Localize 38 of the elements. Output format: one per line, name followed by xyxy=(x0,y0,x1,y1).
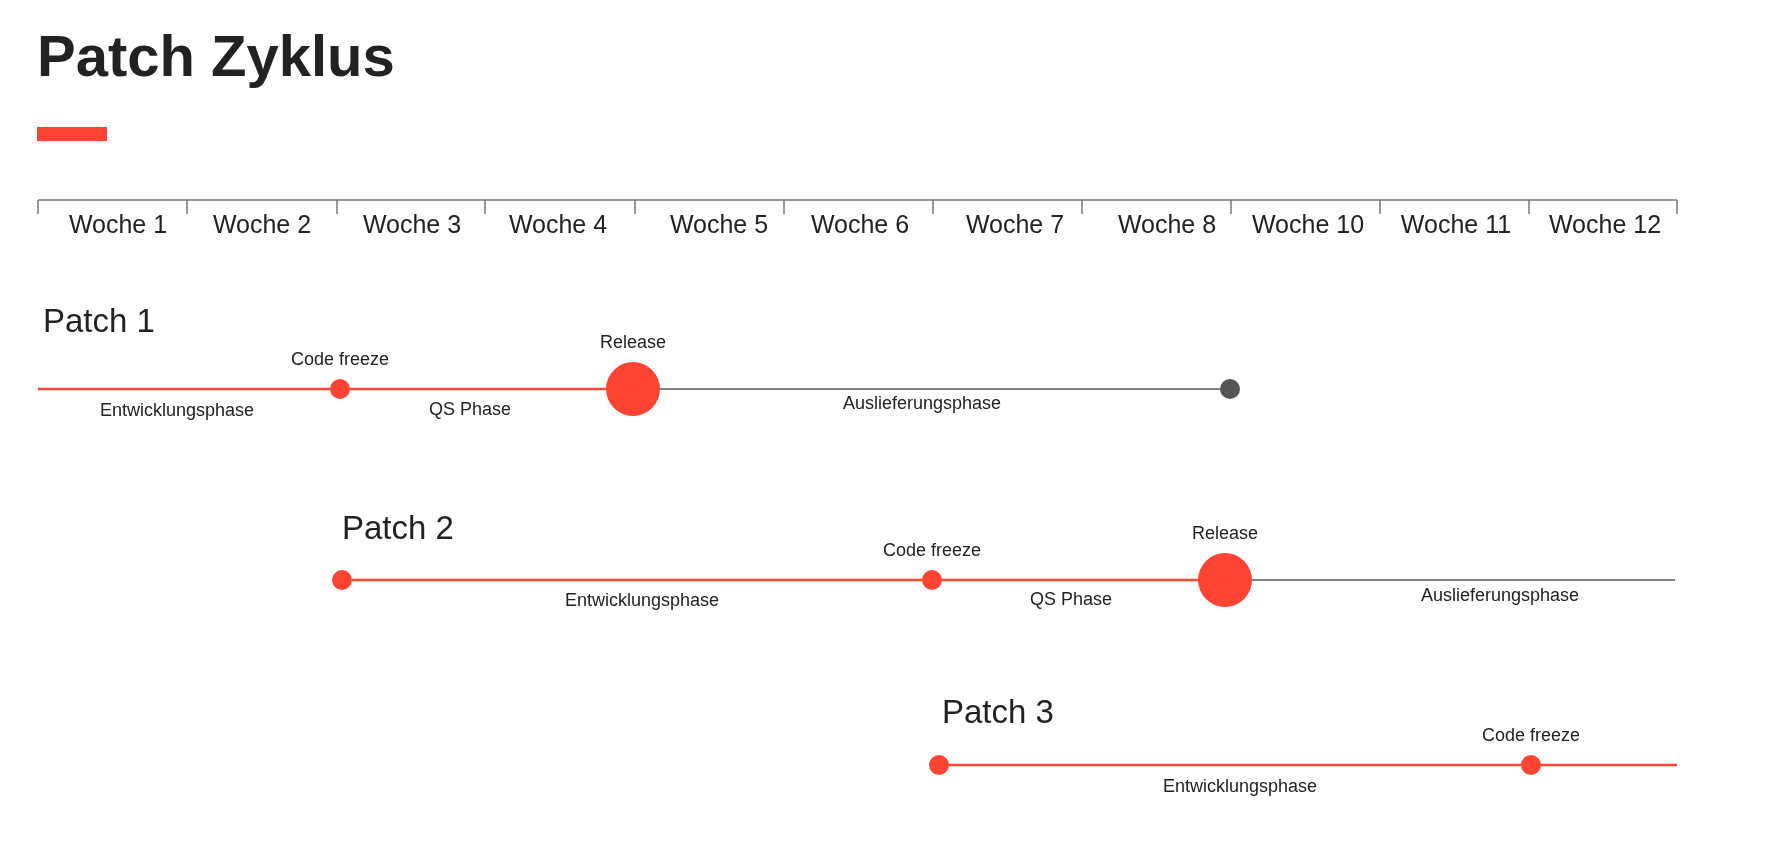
phase-line xyxy=(659,388,1221,390)
edge-label: QS Phase xyxy=(1030,589,1112,610)
milestone-label: Code freeze xyxy=(882,540,982,561)
week-label: Woche 7 xyxy=(965,210,1065,239)
patch-title: Patch 3 xyxy=(942,693,1054,731)
week-label: Woche 2 xyxy=(212,210,312,239)
edge-label: Entwicklungsphase xyxy=(564,590,720,611)
week-label: Woche 1 xyxy=(68,210,168,239)
patch-title: Patch 2 xyxy=(342,509,454,547)
week-label: Woche 11 xyxy=(1400,210,1512,239)
milestone-label: Release xyxy=(1192,523,1258,544)
title: Patch Zyklus xyxy=(37,22,395,89)
edge-label: QS Phase xyxy=(429,399,511,420)
phase-line xyxy=(949,763,1521,767)
phase-line xyxy=(352,578,922,582)
edge-label: Entwicklungsphase xyxy=(99,400,255,421)
phase-line xyxy=(1251,579,1676,581)
week-label: Woche 12 xyxy=(1548,210,1662,239)
milestone-dot xyxy=(332,570,352,590)
week-label: Woche 6 xyxy=(810,210,910,239)
milestone-label: Code freeze xyxy=(290,349,390,370)
phase-line xyxy=(350,387,606,391)
week-label: Woche 3 xyxy=(362,210,462,239)
edge-label: Entwicklungsphase xyxy=(1162,776,1318,797)
milestone-dot xyxy=(929,755,949,775)
milestone-label: Release xyxy=(600,332,666,353)
week-label: Woche 8 xyxy=(1117,210,1217,239)
patch-title: Patch 1 xyxy=(43,302,155,340)
phase-line xyxy=(942,578,1198,582)
edge-label: Auslieferungsphase xyxy=(1420,585,1580,606)
milestone-dot xyxy=(1220,379,1240,399)
week-label: Woche 10 xyxy=(1251,210,1365,239)
phase-line xyxy=(38,387,330,391)
milestone-label: Code freeze xyxy=(1481,725,1581,746)
phase-line xyxy=(1541,763,1677,767)
week-label: Woche 5 xyxy=(669,210,769,239)
edge-label: Auslieferungsphase xyxy=(842,393,1002,414)
week-label: Woche 4 xyxy=(508,210,608,239)
